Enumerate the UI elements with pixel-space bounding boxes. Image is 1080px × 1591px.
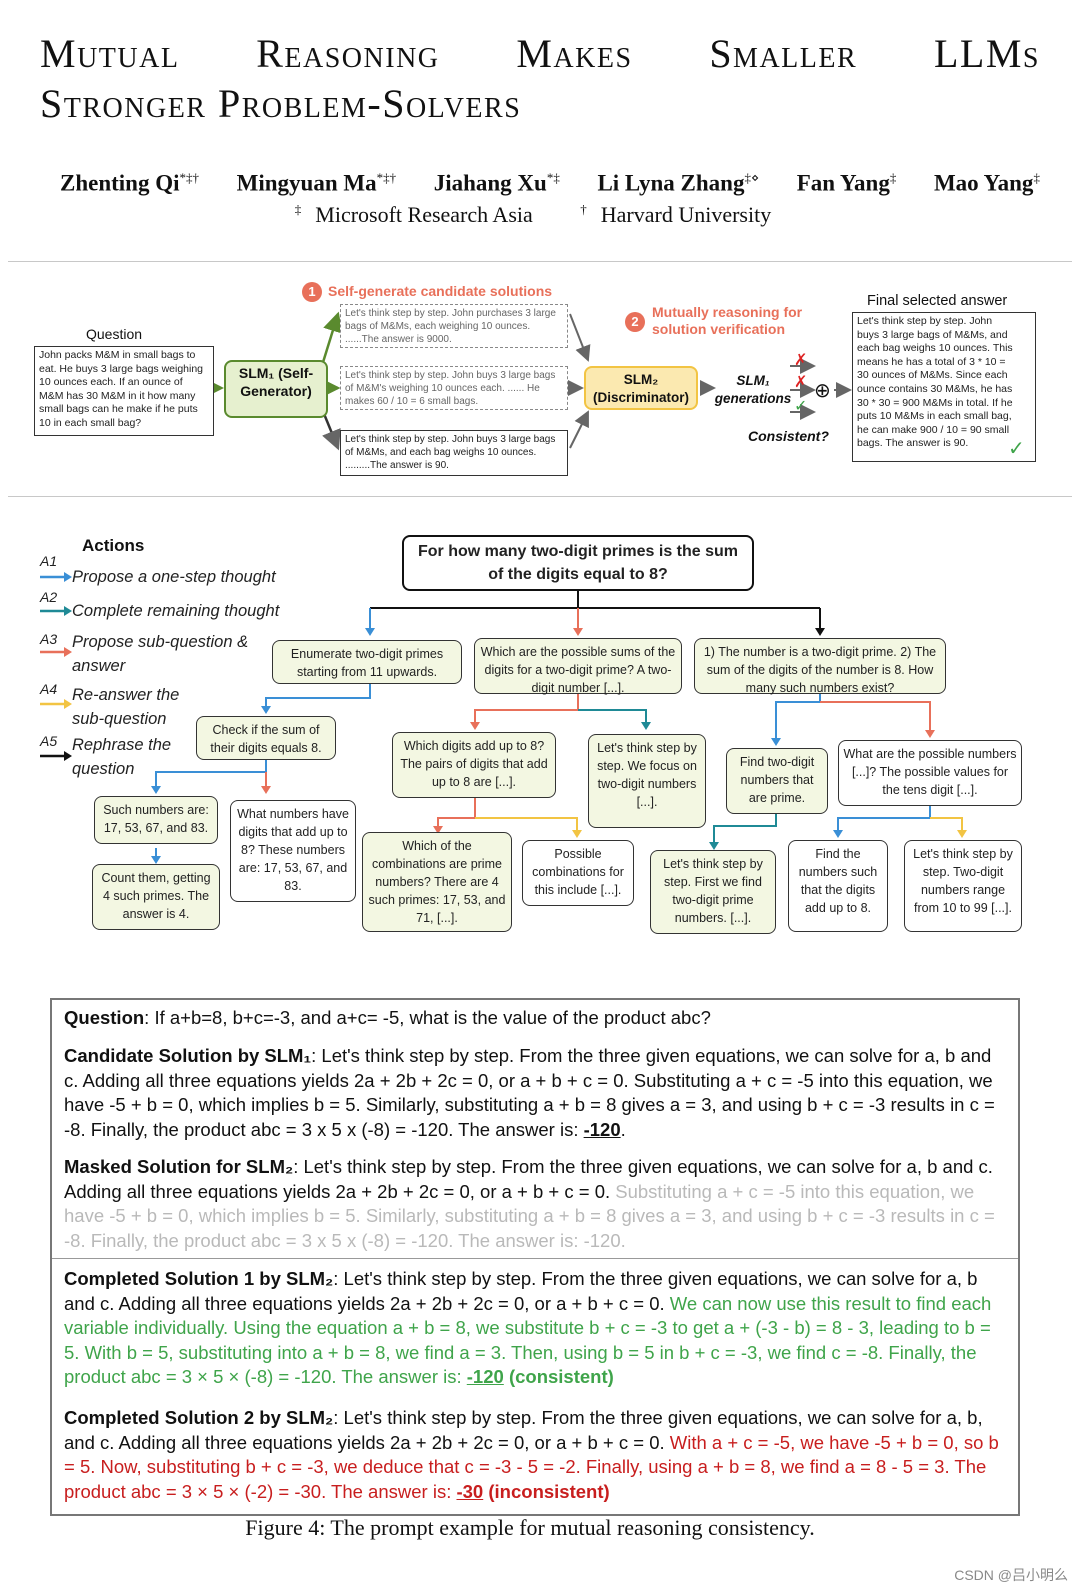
step-2-badge: 2 bbox=[625, 312, 645, 332]
title-word: Makes bbox=[516, 31, 633, 76]
tree-node: What numbers have digits that add up to … bbox=[230, 800, 356, 902]
author: Mao Yang‡ bbox=[933, 170, 1040, 196]
tree-node: Let's think step by step. First we find … bbox=[650, 850, 776, 934]
author: Zhenting Qi*‡† bbox=[60, 170, 200, 196]
question-label: Question bbox=[86, 326, 143, 342]
final-answer-label: Final selected answer bbox=[867, 293, 1008, 309]
title-word: Mutual bbox=[40, 31, 180, 76]
action-label: Rephrase the question bbox=[72, 736, 172, 778]
tree-node: Let's think step by step. We focus on tw… bbox=[588, 734, 706, 828]
masked-solution-section: Masked Solution for SLM₂: Let's think st… bbox=[64, 1156, 995, 1251]
tree-node: Let's think step by step. Two-digit numb… bbox=[904, 840, 1022, 932]
actions-title: Actions bbox=[82, 536, 145, 555]
action-label: Re-answer the sub-question bbox=[72, 686, 180, 728]
prompt-example-frame bbox=[50, 998, 1020, 1516]
prompt-question: Question: If a+b=8, b+c=-3, and a+c= -5,… bbox=[64, 1007, 711, 1028]
cross-icon: ✗ bbox=[794, 374, 808, 391]
step-1-label: Self-generate candidate solutions bbox=[328, 283, 553, 299]
action-label: Propose a one-step thought bbox=[72, 568, 276, 586]
author: Fan Yang‡ bbox=[796, 170, 897, 196]
divider bbox=[8, 261, 1072, 262]
divider bbox=[8, 496, 1072, 497]
inconsistent-tag: (inconsistent) bbox=[488, 1480, 610, 1502]
candidate-solution: Let's think step by step. John purchases… bbox=[340, 304, 568, 348]
action-code: A1 bbox=[40, 553, 58, 569]
action-code: A4 bbox=[40, 681, 58, 697]
legend-arrows bbox=[40, 572, 72, 761]
paper-title-line-2: Stronger Problem-Solvers bbox=[40, 81, 522, 126]
tree-node: Such numbers are: 17, 53, 67, and 83. bbox=[94, 796, 218, 844]
slm1-generations-label: SLM₁ generations bbox=[714, 373, 792, 406]
candidate-solution: Let's think step by step. John buys 3 la… bbox=[340, 430, 568, 476]
action-label: Complete remaining thought bbox=[72, 602, 280, 620]
author-list: Zhenting Qi*‡† Mingyuan Ma*‡† Jiahang Xu… bbox=[60, 170, 1040, 197]
affiliations: ‡Microsoft Research Asia †Harvard Univer… bbox=[0, 202, 1080, 228]
candidate-solution: Let's think step by step. John buys 3 la… bbox=[340, 366, 568, 410]
tree-node: Possible combinations for this include [… bbox=[522, 840, 634, 906]
figure-caption: Figure 4: The prompt example for mutual … bbox=[245, 1515, 815, 1540]
paper-title-line-1: Mutual Reasoning Makes Smaller LLMs bbox=[40, 30, 1040, 77]
watermark: CSDN @吕小明么 bbox=[954, 1567, 1068, 1583]
step-1-badge: 1 bbox=[302, 282, 322, 302]
action-label: Propose sub-question & answer bbox=[72, 633, 249, 675]
action-code: A3 bbox=[40, 631, 58, 647]
tree-node: Find the numbers such that the digits ad… bbox=[788, 840, 888, 932]
affiliation: ‡Microsoft Research Asia bbox=[294, 202, 533, 228]
tree-node: Enumerate two-digit primes starting from… bbox=[272, 640, 462, 684]
consistent-label: Consistent? bbox=[748, 428, 829, 444]
tree-node: 1) The number is a two-digit prime. 2) T… bbox=[694, 638, 946, 695]
completed-solution-2-section: Completed Solution 2 by SLM₂: Let's thin… bbox=[64, 1407, 999, 1502]
check-icon: ✓ bbox=[1008, 438, 1025, 460]
candidate-solution-section: Candidate Solution by SLM₁: Let's think … bbox=[64, 1045, 995, 1140]
title-word: Smaller bbox=[709, 31, 858, 76]
completed-solution-1-section: Completed Solution 1 by SLM₂: Let's thin… bbox=[64, 1268, 992, 1387]
step-2-label: Mutually reasoning for solution verifica… bbox=[652, 304, 803, 337]
plus-icon: ⊕ bbox=[814, 380, 831, 402]
tree-node: Count them, getting 4 such primes. The a… bbox=[92, 864, 220, 930]
affiliation: †Harvard University bbox=[580, 202, 772, 228]
check-icon: ✓ bbox=[794, 398, 808, 415]
action-code: A5 bbox=[40, 733, 58, 749]
slm2-discriminator: SLM₂ (Discriminator) bbox=[584, 366, 698, 410]
pipeline-arrows bbox=[208, 311, 852, 451]
slm1-generator: SLM₁ (Self-Generator) bbox=[224, 360, 328, 418]
tree-node: Check if the sum of their digits equals … bbox=[196, 716, 336, 760]
cross-icon: ✗ bbox=[794, 352, 808, 369]
tree-node: Find two-digit numbers that are prime. bbox=[726, 748, 828, 814]
divider bbox=[52, 1258, 1018, 1259]
question-box: John packs M&M in small bags to eat. He … bbox=[34, 346, 214, 436]
author: Mingyuan Ma*‡† bbox=[236, 170, 397, 196]
author: Jiahang Xu*‡ bbox=[433, 170, 560, 196]
consistent-tag: (consistent) bbox=[508, 1366, 614, 1387]
tree-node: Which of the combinations are prime numb… bbox=[362, 832, 512, 932]
tree-node: Which are the possible sums of the digit… bbox=[474, 638, 682, 695]
root-question-node: For how many two-digit primes is the sum… bbox=[402, 535, 754, 591]
tree-node: Which digits add up to 8? The pairs of d… bbox=[392, 732, 556, 798]
title-word: Reasoning bbox=[256, 31, 440, 76]
tree-edges bbox=[40, 572, 967, 864]
tree-node: What are the possible numbers [...]? The… bbox=[838, 740, 1022, 806]
author: Li Lyna Zhang‡⋄ bbox=[597, 170, 760, 196]
action-code: A2 bbox=[40, 589, 58, 605]
title-word: LLMs bbox=[933, 31, 1040, 76]
final-answer-box: Let's think step by step. John buys 3 la… bbox=[852, 312, 1036, 462]
